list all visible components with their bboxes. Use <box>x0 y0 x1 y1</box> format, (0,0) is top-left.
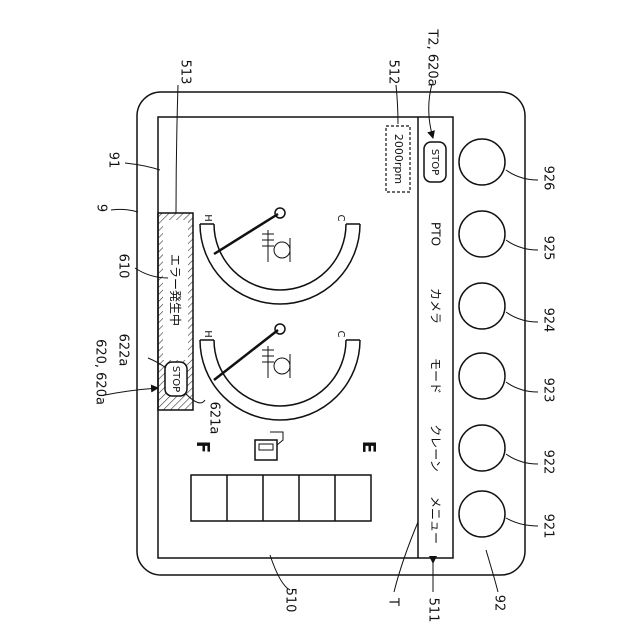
fuel-gauge: F E <box>191 432 379 521</box>
button-922[interactable] <box>459 425 505 471</box>
button-926[interactable] <box>459 139 505 185</box>
rpm-text: 2000rpm <box>392 134 405 184</box>
oil-temp-icon <box>262 346 290 378</box>
menu-item-camera[interactable]: カメラ <box>429 288 443 324</box>
gauge2-c-label: C <box>335 331 346 338</box>
fuel-e-label: E <box>358 441 379 453</box>
label-92: 92 <box>492 595 507 612</box>
label-511: 511 <box>426 598 441 623</box>
menu-item-pto[interactable]: PTO <box>429 222 443 246</box>
label-620: 620, 620a <box>93 339 108 405</box>
label-622a: 622a <box>116 334 131 367</box>
button-921[interactable] <box>459 491 505 537</box>
stop-badge-top: STOP <box>424 142 446 182</box>
label-610: 610 <box>116 254 131 279</box>
temp-gauge-2: H C <box>200 324 360 420</box>
label-512: 512 <box>386 60 401 85</box>
stop-badge-left: STOP <box>165 362 187 396</box>
gauge2-h-label: H <box>202 330 213 338</box>
menu-item-mode[interactable]: モード <box>429 358 443 394</box>
button-925[interactable] <box>459 211 505 257</box>
gauge1-h-label: H <box>202 214 213 222</box>
coolant-icon <box>262 230 290 262</box>
fuel-f-label: F <box>192 441 213 453</box>
fuel-pump-icon <box>255 432 283 460</box>
menu-item-menu[interactable]: メニュー <box>429 496 443 544</box>
error-banner-text: エラー発生中 <box>168 254 183 326</box>
label-922: 922 <box>541 450 556 475</box>
button-923[interactable] <box>459 353 505 399</box>
gauge1-c-label: C <box>335 215 346 222</box>
temp-gauge-1: H C <box>200 208 360 304</box>
label-91: 91 <box>106 152 121 169</box>
label-513: 513 <box>178 60 193 85</box>
label-9: 9 <box>94 204 109 212</box>
label-T: T <box>386 597 401 606</box>
menu-item-crane[interactable]: クレーン <box>429 424 443 471</box>
label-t2: T2, 620a <box>425 28 440 86</box>
button-924[interactable] <box>459 283 505 329</box>
fuel-bar-frame <box>191 475 371 521</box>
label-621a: 621a <box>207 402 222 435</box>
label-510: 510 <box>283 588 298 613</box>
stop-top-text: STOP <box>429 149 440 175</box>
label-923: 923 <box>541 378 556 403</box>
label-924: 924 <box>541 308 556 333</box>
label-925: 925 <box>541 236 556 261</box>
label-921: 921 <box>541 514 556 539</box>
stop-left-text: STOP <box>170 366 181 392</box>
label-926: 926 <box>541 166 556 191</box>
outer-frame <box>137 92 525 575</box>
